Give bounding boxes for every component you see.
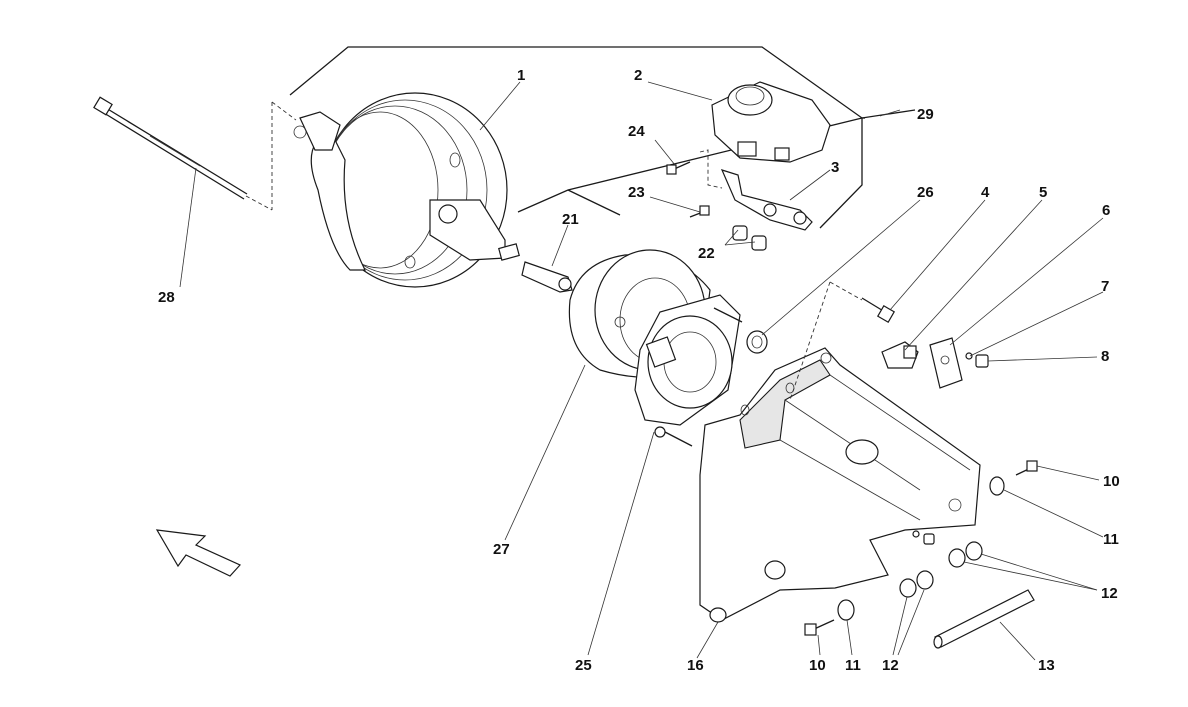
part-16-pedal-bracket: [699, 281, 981, 623]
callout-22: 22: [698, 245, 715, 262]
callout-11-right: 11: [1103, 531, 1119, 548]
part-21-rod: [521, 261, 573, 293]
callout-13: 13: [1038, 657, 1055, 674]
part-11-washer-right: [989, 476, 1005, 496]
part-2-reservoir: [711, 81, 831, 163]
callout-28: 28: [158, 289, 175, 306]
part-23-screw: [689, 205, 710, 218]
part-26-grommet: [746, 330, 768, 354]
callout-25: 25: [575, 657, 592, 674]
part-4-bolt: [861, 297, 896, 324]
callout-24: 24: [628, 123, 645, 140]
arrow-icon: [155, 529, 241, 577]
callout-8: 8: [1101, 348, 1109, 365]
leader-lines: [179, 81, 1104, 661]
callout-10-bottom: 10: [809, 657, 826, 674]
part-6-plate: [929, 337, 963, 389]
callout-16: 16: [687, 657, 704, 674]
part-1-brake-booster: [293, 92, 520, 288]
callout-3: 3: [831, 159, 839, 176]
part-12-bushings-right: [948, 541, 983, 568]
callout-29: 29: [917, 106, 934, 123]
callout-2: 2: [634, 67, 642, 84]
part-3-bracket: [720, 169, 813, 231]
callout-labels: 1 2 3 4 5 6 7 8 10 11 12 13 16 10 11 12 …: [158, 67, 1120, 674]
part-7-clip: [965, 352, 973, 360]
callout-4: 4: [981, 184, 990, 201]
part-pins: [912, 530, 935, 545]
part-12-bushings-bottom: [899, 570, 934, 598]
callout-6: 6: [1102, 202, 1110, 219]
callout-26: 26: [917, 184, 934, 201]
part-10-bolt-right: [1015, 460, 1038, 476]
callout-7: 7: [1101, 278, 1109, 295]
callout-10-right: 10: [1103, 473, 1120, 490]
part-8-nut: [975, 354, 989, 368]
part-13-pin: [933, 589, 1035, 649]
callout-1: 1: [517, 67, 525, 84]
part-11-washer-bottom: [837, 599, 855, 621]
callout-21: 21: [562, 211, 579, 228]
part-5-switch: [881, 341, 919, 369]
part-25-flange-plate: [634, 294, 743, 447]
callout-11-bottom: 11: [845, 657, 861, 674]
callout-27: 27: [493, 541, 510, 558]
part-22-bushings: [732, 225, 767, 251]
callout-12-right: 12: [1101, 585, 1118, 602]
callout-12-bottom: 12: [882, 657, 899, 674]
callout-23: 23: [628, 184, 645, 201]
callout-5: 5: [1039, 184, 1047, 201]
part-28-long-bolt: [93, 96, 297, 211]
part-24-screw: [666, 149, 723, 189]
part-10-bolt-bottom: [804, 619, 835, 636]
